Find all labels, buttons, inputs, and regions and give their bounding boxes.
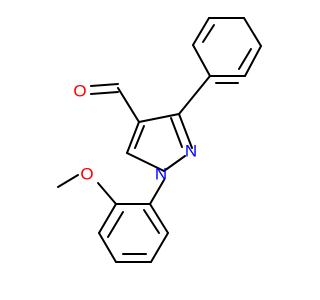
pyrazole-bond-n1-c5 (126, 152, 165, 172)
phenyl-inner-bond-2 (238, 48, 252, 70)
molecule-canvas: O N N O (57, 17, 262, 263)
aldehyde-carbon-oxygen-bond-2 (90, 83, 119, 87)
methoxyphenyl-inner-bond-1 (107, 211, 124, 238)
pyrazole-bond-c4-c3 (138, 113, 180, 123)
aldehyde-carbon-oxygen-bond-1 (90, 91, 119, 95)
methoxy-oxygen-label: O (80, 164, 93, 183)
phenyl-attachment-bond (178, 75, 211, 115)
aryl-methoxy-oxygen-bond (97, 182, 117, 205)
phenyl-bond-4 (243, 17, 262, 47)
pyrazole-nitrogen-1-label: N (155, 164, 167, 183)
pyrazole-bond-n2-n1 (163, 155, 186, 172)
methoxyphenyl-bond-5 (150, 232, 169, 263)
pyrazole-bond-c3-n2-inner (170, 117, 183, 148)
phenyl-bond-2 (192, 17, 210, 46)
methoxyphenyl-bond-3 (98, 232, 117, 263)
pyrazole-nitrogen-2-label: N (185, 141, 197, 160)
phenyl-bond-1 (192, 44, 211, 77)
phenyl-bond-5 (244, 45, 262, 77)
methoxyphenyl-bond-2 (98, 203, 117, 234)
pyrazole-bond-c3-n2 (178, 113, 193, 149)
methoxyphenyl-bond-6 (149, 203, 169, 234)
molecule-structure: O N N O (57, 17, 262, 263)
pyrazole-bond-c5-c4 (126, 121, 140, 154)
aldehyde-carbon-ring-bond (117, 87, 140, 123)
methoxyphenyl-inner-bond-3 (143, 209, 160, 234)
methoxy-methyl-bond (57, 174, 79, 188)
n-aryl-bond (149, 179, 165, 205)
pyrazole-bond-c5-c4-inner (134, 125, 145, 149)
aldehyde-oxygen-label: O (73, 81, 86, 100)
phenyl-inner-bond-1 (202, 24, 215, 43)
